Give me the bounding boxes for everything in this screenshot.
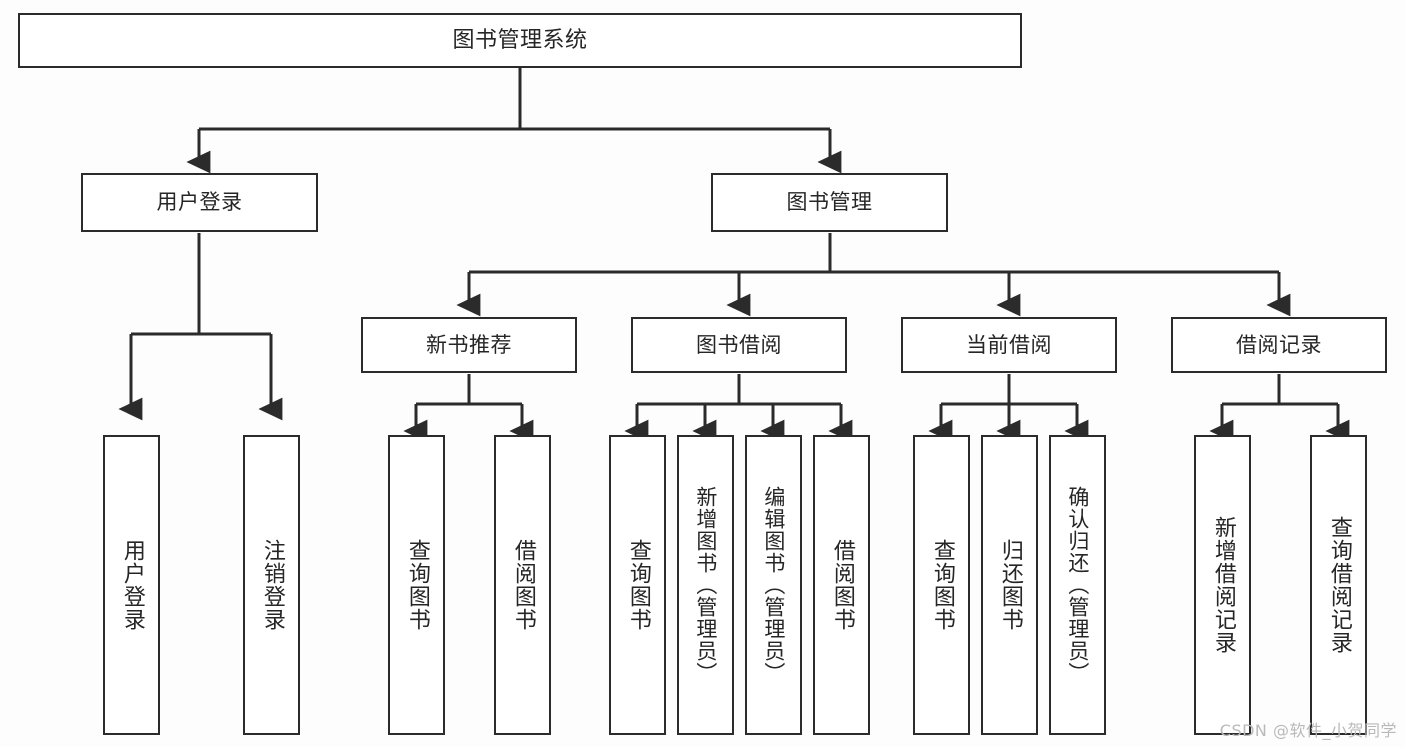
leaf-borrow-book-recommend[interactable]: 借阅图书: [494, 435, 551, 735]
node-label: 借阅记录: [1236, 332, 1322, 357]
watermark-text: CSDN @软件_小贺同学: [1219, 721, 1397, 740]
leaf-query-book-current[interactable]: 查询图书: [913, 435, 970, 735]
node-label: 查询图书: [404, 539, 430, 631]
node-label: 确认归还（管理员）: [1065, 486, 1090, 684]
node-label: 编辑图书（管理员）: [761, 486, 786, 684]
node-label: 查询图书: [625, 539, 651, 631]
node-label: 用户登录: [119, 539, 145, 631]
node-book-management-system[interactable]: 图书管理系统: [18, 13, 1022, 68]
node-label: 图书借阅: [696, 332, 782, 357]
leaf-query-book-recommend[interactable]: 查询图书: [388, 435, 445, 735]
node-label: 新书推荐: [426, 332, 512, 357]
node-book-management[interactable]: 图书管理: [711, 173, 948, 232]
node-label: 查询图书: [929, 539, 955, 631]
leaf-return-book[interactable]: 归还图书: [981, 435, 1038, 735]
leaf-user-login[interactable]: 用户登录: [103, 435, 160, 735]
node-new-book-recommend[interactable]: 新书推荐: [361, 317, 577, 373]
leaf-borrow-book[interactable]: 借阅图书: [813, 435, 870, 735]
node-label: 借阅图书: [510, 539, 536, 631]
leaf-add-book-admin[interactable]: 新增图书（管理员）: [677, 435, 734, 735]
node-label: 用户登录: [156, 190, 243, 214]
node-current-borrow[interactable]: 当前借阅: [901, 317, 1117, 373]
node-label: 当前借阅: [966, 332, 1052, 357]
node-label: 图书管理: [786, 190, 873, 214]
leaf-edit-book-admin[interactable]: 编辑图书（管理员）: [745, 435, 802, 735]
leaf-query-borrow-record[interactable]: 查询借阅记录: [1310, 435, 1367, 735]
leaf-logout[interactable]: 注销登录: [243, 435, 300, 735]
leaf-add-borrow-record[interactable]: 新增借阅记录: [1194, 435, 1251, 735]
node-label: 新增图书（管理员）: [693, 486, 718, 684]
node-label: 图书管理系统: [452, 27, 588, 53]
node-user-login[interactable]: 用户登录: [81, 173, 318, 232]
node-label: 新增借阅记录: [1210, 516, 1236, 654]
node-label: 查询借阅记录: [1326, 516, 1352, 654]
node-label: 借阅图书: [829, 539, 855, 631]
leaf-confirm-return-admin[interactable]: 确认归还（管理员）: [1049, 435, 1106, 735]
leaf-query-book-borrow[interactable]: 查询图书: [609, 435, 666, 735]
node-label: 注销登录: [259, 539, 285, 631]
node-borrow-record[interactable]: 借阅记录: [1171, 317, 1387, 373]
node-book-borrow[interactable]: 图书借阅: [631, 317, 847, 373]
node-label: 归还图书: [997, 539, 1023, 631]
